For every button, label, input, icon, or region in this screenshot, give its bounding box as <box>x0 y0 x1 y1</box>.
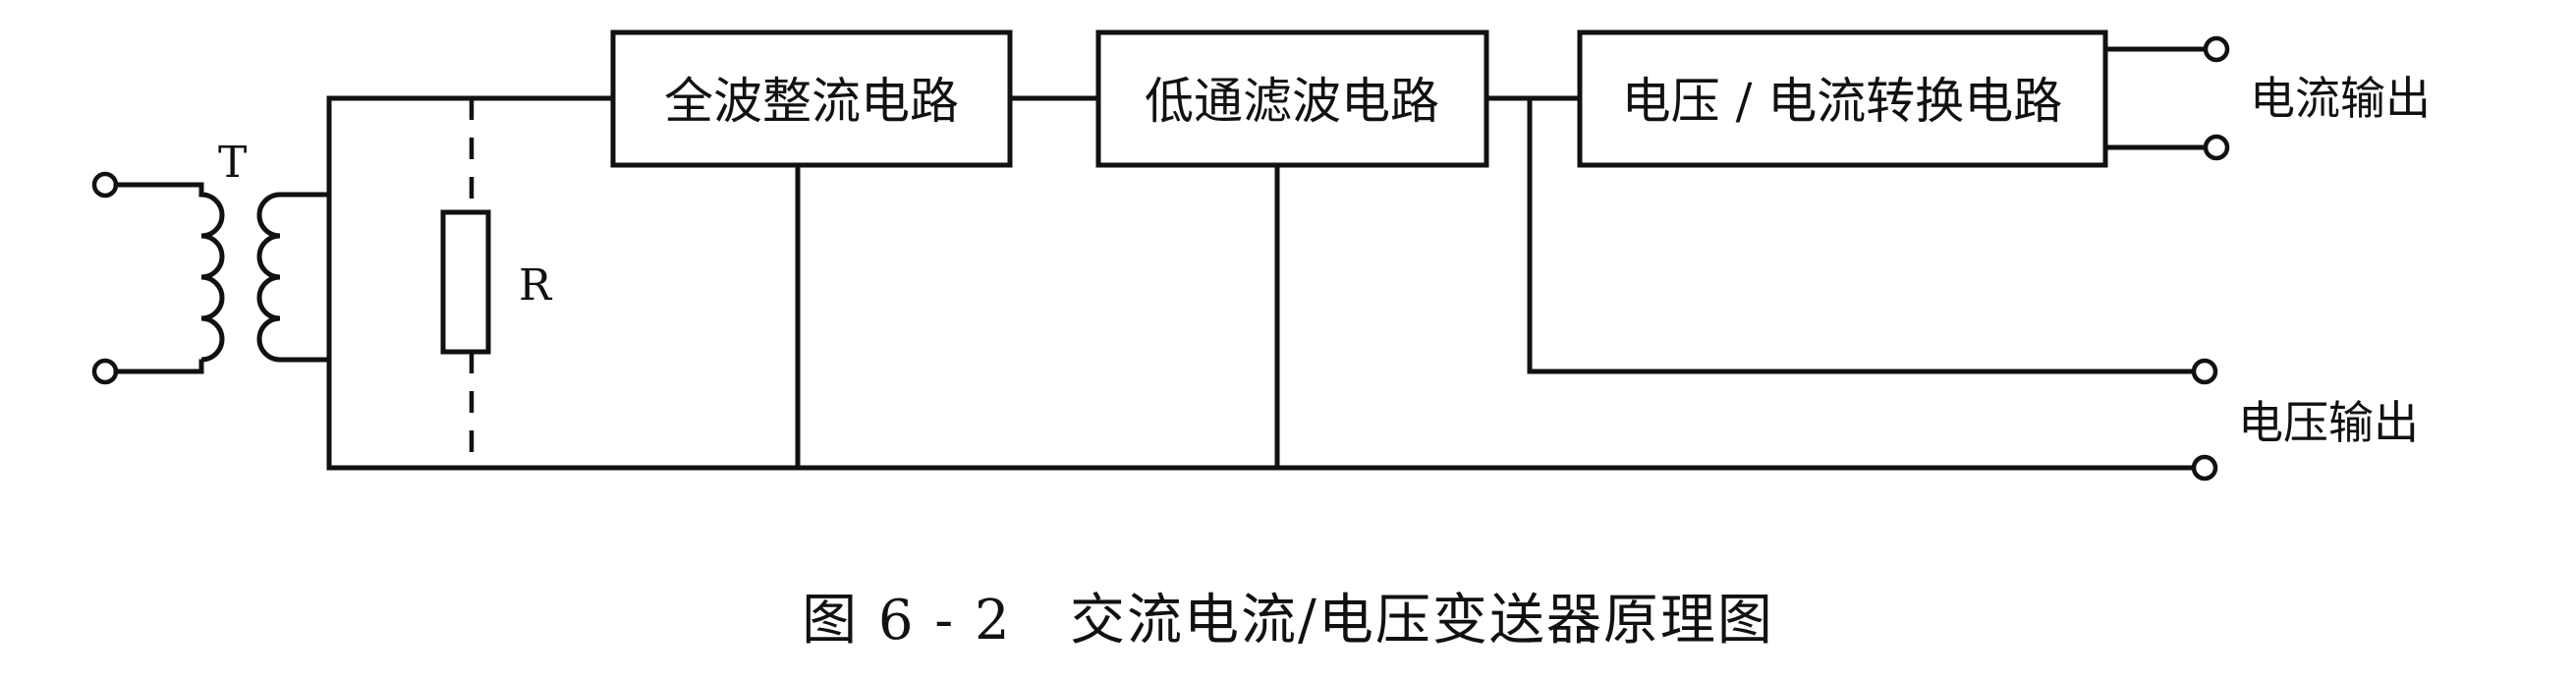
input-terminal-top <box>91 171 119 199</box>
transformer-secondary-winding <box>256 192 332 363</box>
input-lead-top <box>113 182 204 198</box>
current-output-terminal-top <box>2203 35 2230 63</box>
transformer-primary-winding <box>200 192 225 363</box>
rectifier-block-label: 全波整流电路 <box>664 73 959 130</box>
input-terminals <box>91 171 204 385</box>
current-output-terminal-bottom <box>2203 134 2230 161</box>
resistor-label: R <box>519 260 553 311</box>
transformer-label: T <box>218 138 247 188</box>
voltage-output-terminal-top <box>2191 358 2218 385</box>
lowpass-block-label: 低通滤波电路 <box>1145 73 1439 130</box>
burden-resistor <box>440 98 491 468</box>
converter-block-label: 电压 / 电流转换电路 <box>1622 73 2063 130</box>
converter-block: 电压 / 电流转换电路 <box>1577 29 2108 168</box>
lowpass-filter-block: 低通滤波电路 <box>1095 29 1489 168</box>
resistor-body <box>440 209 491 355</box>
rectifier-block: 全波整流电路 <box>610 29 1013 168</box>
input-terminal-bottom <box>91 358 119 385</box>
current-output-label: 电流输出 <box>2250 72 2431 125</box>
ground-rail-wire <box>326 192 2196 471</box>
output-terminals <box>2191 35 2230 482</box>
voltage-output-terminal-bottom <box>2191 454 2218 482</box>
voltage-output-label: 电压输出 <box>2238 396 2419 449</box>
input-lead-bottom <box>113 359 204 374</box>
figure-caption: 图 6 - 2 交流电流/电压变送器原理图 <box>802 589 1774 653</box>
voltage-output-branch-wire <box>1527 95 2196 374</box>
